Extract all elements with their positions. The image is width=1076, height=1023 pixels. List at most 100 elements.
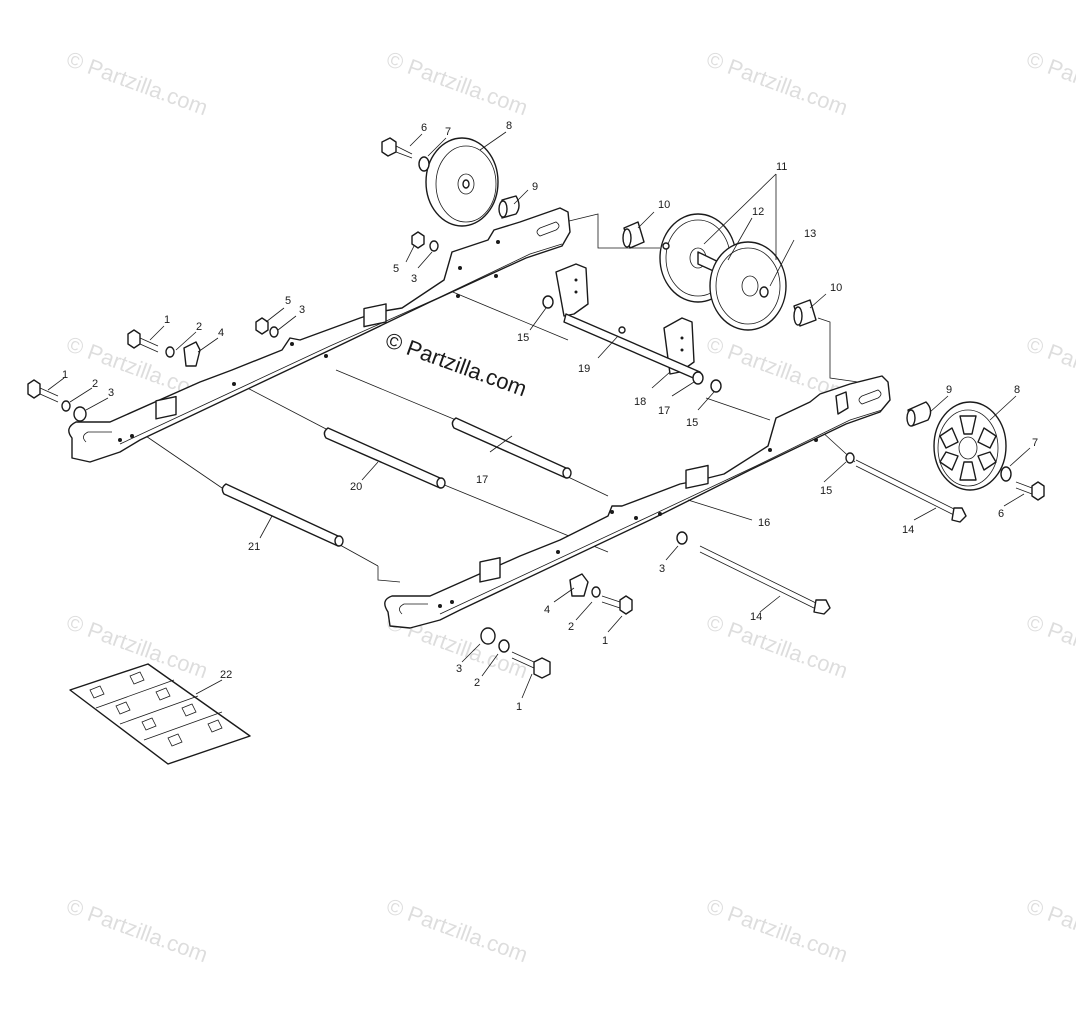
- rail-hole: [768, 448, 772, 452]
- leader-line: [195, 679, 223, 695]
- leader-line: [637, 211, 655, 229]
- leader-lines: [47, 131, 1031, 699]
- callout-13[interactable]: 13: [804, 228, 816, 240]
- leader-line: [47, 377, 65, 391]
- callout-2[interactable]: 2: [92, 378, 98, 390]
- washer-2: [498, 639, 510, 653]
- leader-line: [809, 293, 827, 309]
- track-belt: [69, 663, 251, 765]
- callout-18[interactable]: 18: [634, 396, 646, 408]
- leader-line: [479, 131, 507, 151]
- callout-7[interactable]: 7: [1032, 437, 1038, 449]
- leader-line: [265, 307, 285, 323]
- long-bolt-14-upper: [855, 459, 957, 517]
- callout-17[interactable]: 17: [658, 405, 670, 417]
- leader-line: [553, 587, 575, 603]
- rail-hole: [494, 274, 498, 278]
- callout-16[interactable]: 16: [758, 517, 770, 529]
- callout-14[interactable]: 14: [750, 611, 762, 623]
- callout-6[interactable]: 6: [998, 508, 1004, 520]
- callout-9[interactable]: 9: [946, 384, 952, 396]
- leader-line: [929, 395, 949, 413]
- callout-4[interactable]: 4: [544, 604, 550, 616]
- rail-hole: [634, 516, 638, 520]
- bolt-1-shank: [601, 595, 621, 609]
- callout-3[interactable]: 3: [659, 563, 665, 575]
- callout-15[interactable]: 15: [686, 417, 698, 429]
- assembly-line: [377, 566, 401, 583]
- assembly-line: [139, 431, 223, 489]
- rail-hole: [290, 342, 294, 346]
- callout-17[interactable]: 17: [476, 474, 488, 486]
- bushing-9-right-end: [906, 409, 916, 427]
- callout-1[interactable]: 1: [602, 635, 608, 647]
- callout-10[interactable]: 10: [830, 282, 842, 294]
- callout-14[interactable]: 14: [902, 524, 914, 536]
- idler-wheel-upper-center: [462, 179, 470, 189]
- callout-20[interactable]: 20: [350, 481, 362, 493]
- bracket-hole: [680, 348, 684, 352]
- callout-9[interactable]: 9: [532, 181, 538, 193]
- callout-10[interactable]: 10: [658, 199, 670, 211]
- leader-line: [529, 307, 547, 331]
- rail-hole: [232, 382, 236, 386]
- long-bolt-14-lower-head: [813, 599, 831, 615]
- cross-shaft-17-end: [562, 467, 572, 479]
- callout-1[interactable]: 1: [516, 701, 522, 713]
- watermark: © Partzilla.com: [1023, 893, 1076, 967]
- callout-1[interactable]: 1: [62, 369, 68, 381]
- callout-15[interactable]: 15: [820, 485, 832, 497]
- callout-19[interactable]: 19: [578, 363, 590, 375]
- callout-6[interactable]: 6: [421, 122, 427, 134]
- cross-shaft-17: [451, 417, 570, 479]
- washer-15: [542, 295, 554, 309]
- callout-3[interactable]: 3: [299, 304, 305, 316]
- callout-7[interactable]: 7: [445, 126, 451, 138]
- callout-5[interactable]: 5: [393, 263, 399, 275]
- callout-3[interactable]: 3: [108, 387, 114, 399]
- callout-2[interactable]: 2: [196, 321, 202, 333]
- callout-2[interactable]: 2: [474, 677, 480, 689]
- rail-hole: [458, 266, 462, 270]
- callout-12[interactable]: 12: [752, 206, 764, 218]
- left-rail-lower-edge: [119, 243, 563, 445]
- callout-21[interactable]: 21: [248, 541, 260, 553]
- washer-3: [73, 406, 87, 422]
- right-rail-clip: [835, 391, 849, 415]
- callout-5[interactable]: 5: [285, 295, 291, 307]
- washer-3: [676, 531, 688, 545]
- track-wheel-rear: [709, 241, 787, 331]
- callout-1[interactable]: 1: [164, 314, 170, 326]
- wheel-axle-end-13: [759, 286, 769, 298]
- bolt-6-right-head: [1031, 481, 1045, 501]
- bolt-1-shank: [39, 387, 59, 403]
- washer-2: [61, 400, 71, 412]
- spacer-10-right-end: [793, 306, 803, 326]
- washer-3: [429, 240, 439, 252]
- axle-bushing-17: [692, 371, 704, 385]
- assembly-line: [817, 317, 859, 383]
- bolt-6-right-shank: [1015, 481, 1033, 495]
- callout-2[interactable]: 2: [568, 621, 574, 633]
- callout-8[interactable]: 8: [1014, 384, 1020, 396]
- callout-8[interactable]: 8: [506, 120, 512, 132]
- track-lug: [89, 685, 183, 747]
- bracket-hole: [574, 278, 578, 282]
- leader-line: [651, 371, 671, 389]
- leader-line: [1003, 493, 1025, 507]
- assembly-line: [335, 369, 457, 421]
- nut-5: [255, 317, 269, 335]
- callout-4[interactable]: 4: [218, 327, 224, 339]
- callout-22[interactable]: 22: [220, 669, 232, 681]
- rail-hole: [456, 294, 460, 298]
- bracket-hole: [574, 290, 578, 294]
- spacer-10-left-end: [622, 228, 632, 248]
- left-rail-tip: [83, 431, 112, 443]
- callout-15[interactable]: 15: [517, 332, 529, 344]
- bolt-6-upper-shank: [395, 145, 413, 159]
- callout-3[interactable]: 3: [411, 273, 417, 285]
- callout-3[interactable]: 3: [456, 663, 462, 675]
- right-rail-lower-edge: [439, 409, 883, 615]
- callout-11[interactable]: 11: [776, 161, 787, 173]
- leader-line: [409, 133, 423, 147]
